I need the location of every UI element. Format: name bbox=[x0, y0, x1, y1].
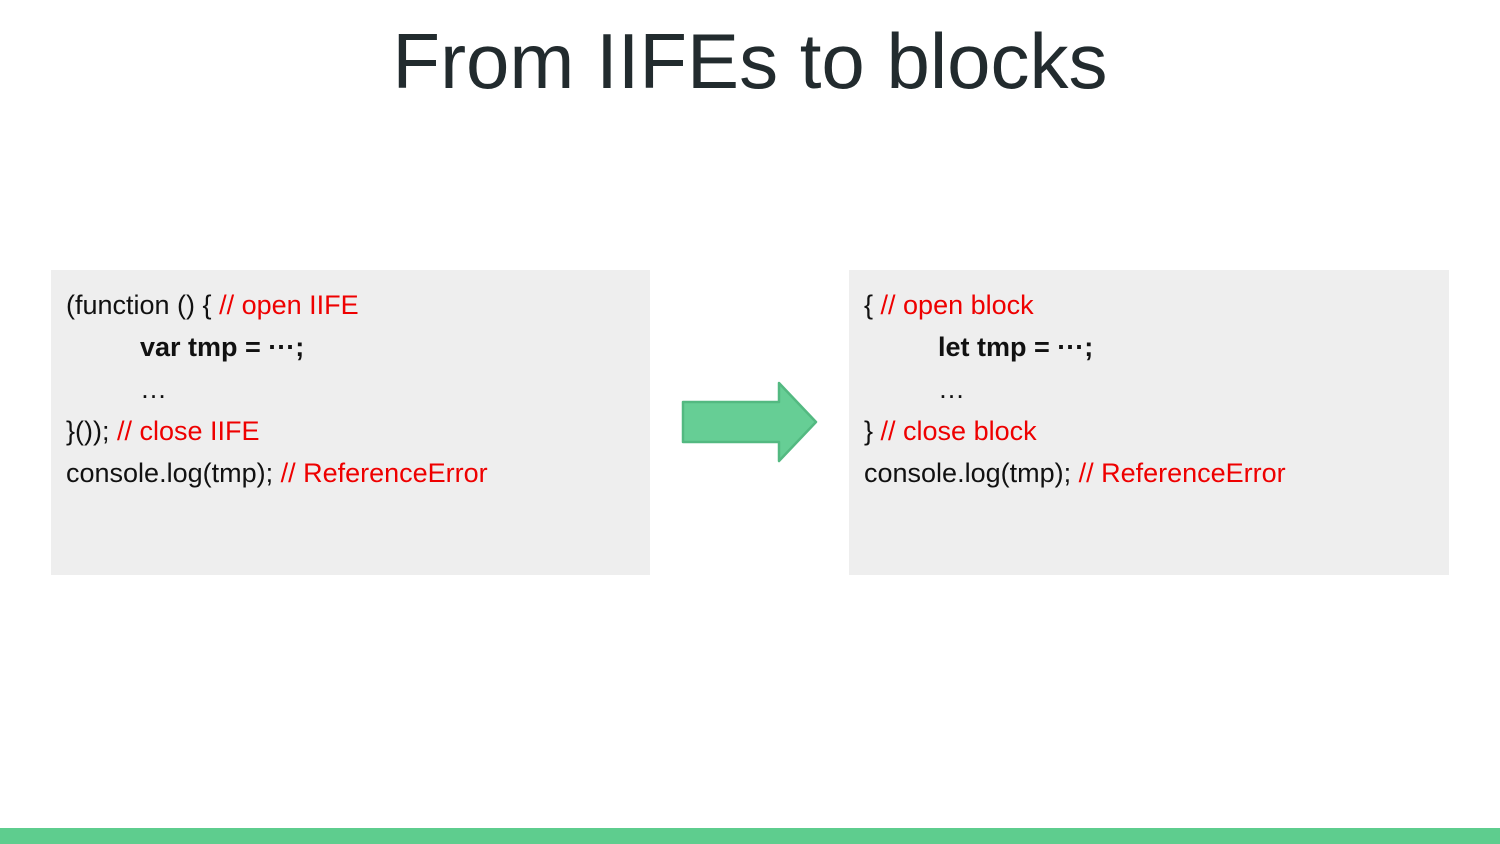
code-line: (function () { // open IIFE bbox=[66, 284, 650, 326]
code-line: { // open block bbox=[864, 284, 1449, 326]
code-text: let tmp = ···; bbox=[938, 332, 1094, 362]
code-panel-block: { // open block let tmp = ···; … } // cl… bbox=[849, 270, 1449, 575]
code-line: … bbox=[864, 368, 1449, 410]
code-line: … bbox=[66, 368, 650, 410]
slide-title: From IIFEs to blocks bbox=[392, 17, 1108, 105]
code-line: } // close block bbox=[864, 410, 1449, 452]
code-comment: // ReferenceError bbox=[1078, 458, 1286, 488]
code-text: console.log(tmp); bbox=[66, 458, 281, 488]
code-text: console.log(tmp); bbox=[864, 458, 1079, 488]
code-text: } bbox=[864, 416, 881, 446]
code-text: (function () { bbox=[66, 290, 220, 320]
code-text: { bbox=[864, 290, 881, 320]
code-text: … bbox=[938, 374, 965, 404]
bottom-accent-bar bbox=[0, 828, 1500, 844]
code-line: console.log(tmp); // ReferenceError bbox=[864, 452, 1449, 494]
code-comment: // close IIFE bbox=[117, 416, 260, 446]
code-text: }()); bbox=[66, 416, 117, 446]
code-text: … bbox=[140, 374, 167, 404]
code-line: var tmp = ···; bbox=[66, 326, 650, 368]
code-comment: // open block bbox=[880, 290, 1034, 320]
code-text: var tmp = ···; bbox=[140, 332, 305, 362]
code-line: console.log(tmp); // ReferenceError bbox=[66, 452, 650, 494]
code-line: let tmp = ···; bbox=[864, 326, 1449, 368]
code-comment: // ReferenceError bbox=[280, 458, 488, 488]
code-comment: // close block bbox=[880, 416, 1037, 446]
right-arrow-icon bbox=[681, 381, 818, 463]
code-comment: // open IIFE bbox=[219, 290, 359, 320]
code-line: }()); // close IIFE bbox=[66, 410, 650, 452]
code-panel-iife: (function () { // open IIFE var tmp = ··… bbox=[51, 270, 650, 575]
